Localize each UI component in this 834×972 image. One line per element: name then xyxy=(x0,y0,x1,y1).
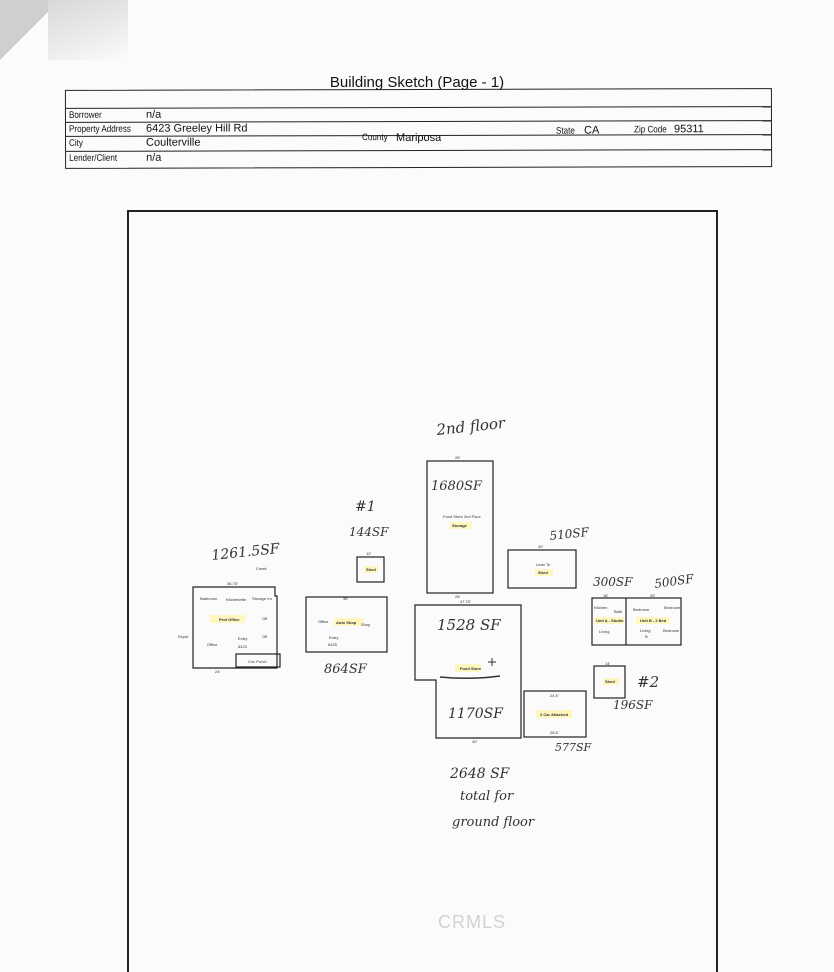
handwritten-area: 196SF xyxy=(613,698,653,712)
room-label: Office xyxy=(207,642,218,647)
dimension-label: 36.75' xyxy=(227,581,238,586)
units-outline xyxy=(591,597,682,646)
room-label: Creek xyxy=(256,566,267,571)
room-label: Cov Porch xyxy=(248,659,267,664)
room-label: Entry xyxy=(238,636,247,641)
room-label: Off xyxy=(262,634,268,639)
handwritten-note: 2nd floor xyxy=(435,414,507,439)
room-label: Unit B - 2 Bed xyxy=(640,618,667,623)
handwritten-area: 500SF xyxy=(653,572,695,591)
room-label: Lean To xyxy=(536,562,551,567)
room-label: Bedroom xyxy=(663,628,680,633)
room-label: Food Store 2nd Floor xyxy=(443,514,481,519)
handwritten-area: 864SF xyxy=(324,662,368,677)
handwritten-note: #1 xyxy=(355,499,376,515)
room-label: Storage xyxy=(452,523,468,528)
room-label: Kitchenette xyxy=(226,597,247,602)
sketch-frame xyxy=(127,210,718,972)
dimension-label: 30' xyxy=(538,544,543,549)
building-sketch: Prof Office Bathroom Kitchenette Storage… xyxy=(178,414,695,830)
dimension-label: 14' xyxy=(605,661,610,666)
dimension-label: 28' xyxy=(455,594,460,599)
room-label: Entry xyxy=(329,635,338,640)
food-store-outline xyxy=(414,604,522,739)
handwritten-plus xyxy=(488,658,496,666)
room-label: 2 Car Attached xyxy=(540,712,569,717)
room-label: Living xyxy=(640,628,650,633)
handwritten-area: 1170SF xyxy=(448,706,504,722)
handwritten-area: 1680SF xyxy=(431,479,483,494)
watermark: CRMLS xyxy=(438,912,507,932)
room-label: Storage rm xyxy=(252,596,272,601)
auto-shop-outline xyxy=(305,596,388,653)
dimension-label: 24' xyxy=(215,669,220,674)
dimension-label: 24.5' xyxy=(550,693,559,698)
room-label: Bathroom xyxy=(200,596,218,601)
handwritten-area: 300SF xyxy=(593,575,633,589)
room-label: Bedroom xyxy=(633,607,650,612)
handwritten-note: ground floor xyxy=(452,815,535,830)
room-label: 6423 xyxy=(238,644,248,649)
handwritten-note: #2 xyxy=(637,673,659,691)
prof-office-outline xyxy=(192,586,278,669)
handwritten-underline xyxy=(439,675,501,680)
dimension-label: 36' xyxy=(343,596,348,601)
dimension-label: 25' xyxy=(650,593,655,598)
handwritten-area: 144SF xyxy=(349,525,389,539)
handwritten-area: 577SF xyxy=(555,741,592,754)
garage-outline xyxy=(523,690,587,738)
room-label: Shed xyxy=(538,570,548,575)
handwritten-total: 2648 SF xyxy=(449,766,511,782)
room-label: Unit A - Studio xyxy=(596,618,624,623)
room-label: Food Store xyxy=(460,666,482,671)
room-label: 6425 xyxy=(328,642,338,647)
dimension-label: 28' xyxy=(455,455,460,460)
handwritten-area: 1261.5SF xyxy=(211,541,282,564)
shed-1-outline xyxy=(356,556,385,583)
room-label: Auto Shop xyxy=(336,620,357,625)
dimension-label: 28.5' xyxy=(550,730,559,735)
handwritten-area: 1528 SF xyxy=(437,616,501,634)
room-label: Office xyxy=(318,619,329,624)
room-label: Shed xyxy=(605,679,615,684)
lean-to-outline xyxy=(507,549,577,589)
handwritten-area: 510SF xyxy=(549,525,590,543)
dimension-label: 47.75' xyxy=(460,599,471,604)
dimension-label: 18' xyxy=(603,593,608,598)
room-label: Kitchen xyxy=(594,605,607,610)
room-label: Shop xyxy=(361,622,371,627)
room-label: Living xyxy=(599,629,609,634)
room-label: Prof Office xyxy=(219,617,240,622)
room-label: Off xyxy=(262,616,268,621)
room-label: Bedroom xyxy=(664,605,681,610)
room-label: Bath xyxy=(614,609,622,614)
dimension-label: 40' xyxy=(472,739,477,744)
room-label: B xyxy=(645,634,648,639)
room-label: Drywl xyxy=(178,634,188,639)
dimension-label: 12' xyxy=(366,551,371,556)
room-label: Shed xyxy=(366,567,376,572)
handwritten-note: total for xyxy=(460,789,514,804)
shed-2-outline xyxy=(593,665,626,699)
page-title: Building Sketch (Page - 1) xyxy=(329,74,505,91)
cov-porch-outline xyxy=(235,653,281,668)
page-fold-shadow xyxy=(48,0,128,60)
food-store-2nd-outline xyxy=(426,460,494,594)
